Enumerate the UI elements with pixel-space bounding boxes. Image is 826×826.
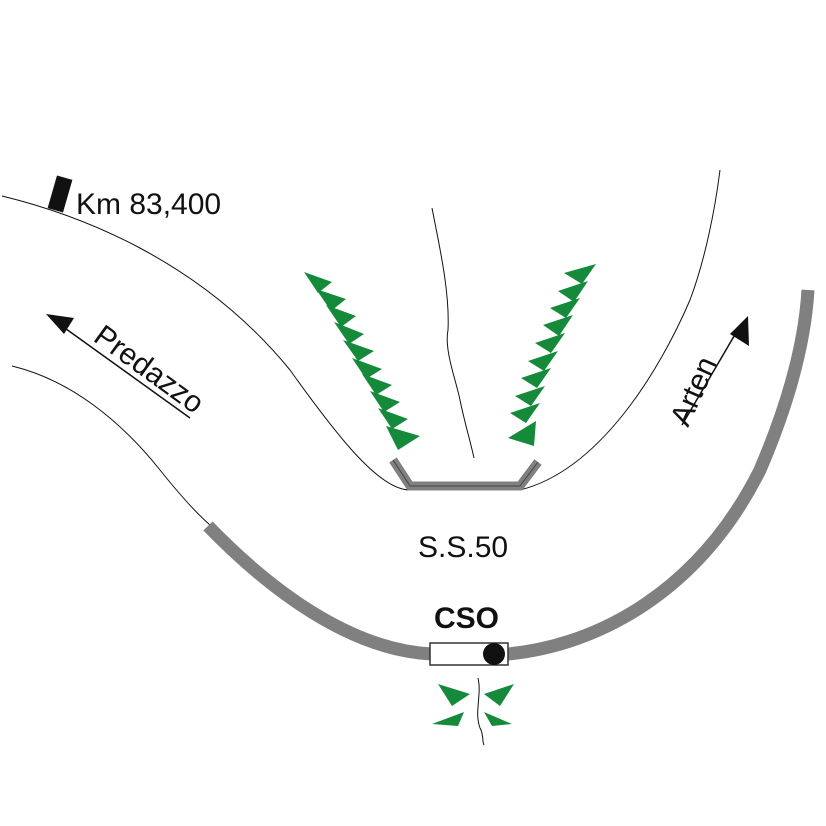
stream-line-lower xyxy=(477,677,485,746)
vegetation-right xyxy=(508,264,596,446)
tree-triangle-icon xyxy=(432,712,464,726)
tree-triangle-icon xyxy=(352,358,382,379)
km-label: Km 83,400 xyxy=(76,188,221,221)
tree-triangle-icon xyxy=(558,281,588,302)
tree-triangle-icon xyxy=(484,684,514,706)
arrow-arten xyxy=(681,316,749,426)
stream-line xyxy=(431,207,475,459)
vegetation-left xyxy=(304,272,420,450)
culvert-structure xyxy=(389,457,542,491)
road-upper-edge xyxy=(1,169,721,491)
tree-triangle-icon xyxy=(543,315,573,336)
tree-triangle-icon xyxy=(343,340,374,361)
tree-triangle-icon xyxy=(508,421,536,446)
tree-triangle-icon xyxy=(564,264,596,284)
guardrail xyxy=(203,289,815,661)
tree-triangle-icon xyxy=(438,684,470,706)
vegetation-lower xyxy=(432,684,514,726)
predazzo-label: Predazzo xyxy=(88,319,210,420)
culvert-structure-inner xyxy=(392,459,539,487)
sensor-dot-icon xyxy=(483,643,505,665)
tree-triangle-icon xyxy=(316,289,346,311)
tree-triangle-icon xyxy=(334,322,364,344)
road-lower-edge xyxy=(11,365,211,526)
tree-triangle-icon xyxy=(515,386,545,406)
tree-triangle-icon xyxy=(510,403,540,423)
km-marker-icon xyxy=(47,175,73,213)
tree-triangle-icon xyxy=(528,351,558,371)
tree-triangle-icon xyxy=(484,712,512,726)
arrow-predazzo xyxy=(46,314,191,419)
tree-triangle-icon xyxy=(386,426,420,450)
tree-triangle-icon xyxy=(535,333,565,353)
tree-triangle-icon xyxy=(521,368,551,388)
tree-triangle-icon xyxy=(378,408,408,429)
tree-triangle-icon xyxy=(370,391,400,412)
tree-triangle-icon xyxy=(304,272,332,293)
tree-triangle-icon xyxy=(550,298,580,318)
road-label: S.S.50 xyxy=(418,531,508,564)
arrow-icon xyxy=(730,316,749,346)
arrow-icon xyxy=(46,314,74,334)
arten-label: Arten xyxy=(664,352,723,431)
tree-triangle-icon xyxy=(362,374,392,395)
tree-triangle-icon xyxy=(326,305,356,327)
cso-label: CSO xyxy=(434,602,499,635)
